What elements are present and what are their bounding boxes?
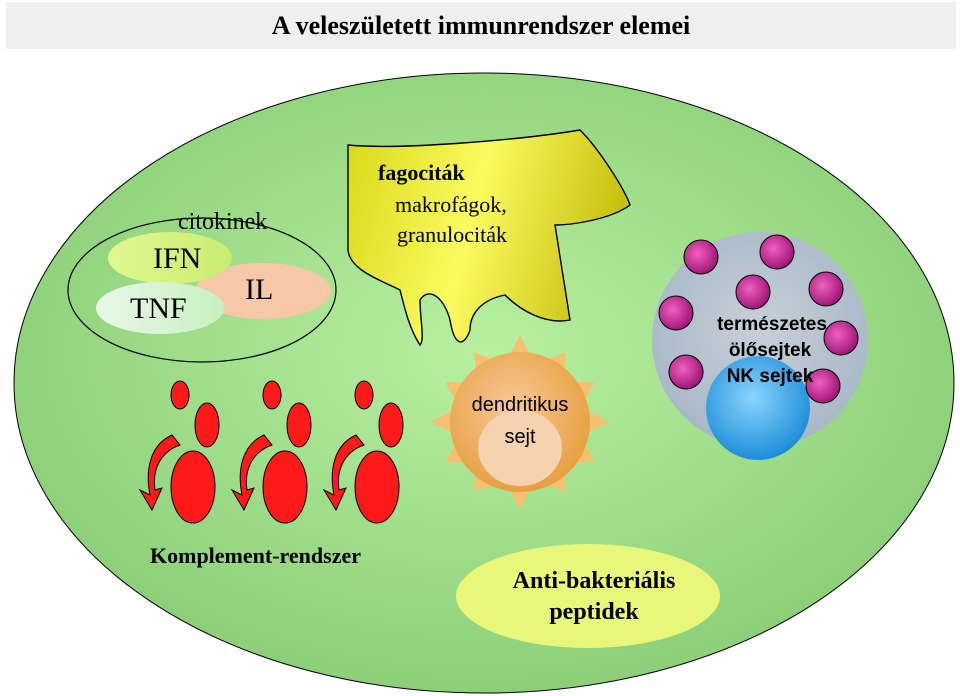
complement-molecule-icon [230, 380, 312, 524]
nk-cell-icon: természetes ölősejtek NK sejtek [652, 232, 868, 460]
complement-molecule-icon [138, 380, 220, 524]
phagocytes-line3: granulociták [397, 222, 507, 247]
tnf-label: TNF [130, 292, 187, 325]
peptides-line1: Anti-bakteriális [513, 568, 676, 594]
il-label: IL [245, 273, 273, 306]
cytokines-label: citokinek [178, 209, 267, 235]
sun-dendritic-icon: dendritikus sejt [430, 335, 610, 510]
peptides-group: Anti-bakteriális peptidek [456, 544, 720, 648]
page-title: A veleszületett immunrendszer elemei [6, 2, 956, 49]
complement-group [138, 380, 404, 524]
cytokine-group: citokinek IFN TNF IL [67, 209, 337, 363]
nk-line3: NK sejtek [727, 366, 814, 387]
phagocytes-title: fagociták [378, 160, 466, 185]
dendritic-line1: dendritikus [472, 394, 569, 416]
il-ellipse [195, 263, 331, 319]
ifn-label: IFN [153, 242, 201, 275]
phagocyte-blob-icon: fagociták makrofágok, granulociták [347, 129, 631, 347]
tnf-ellipse [96, 282, 224, 334]
peptides-line2: peptidek [549, 599, 639, 625]
complement-label: Komplement-rendszer [150, 543, 361, 568]
nk-line2: ölősejtek [729, 340, 812, 361]
nk-line1: természetes [717, 314, 827, 335]
ifn-ellipse [108, 232, 232, 284]
dendritic-line2: sejt [504, 426, 536, 448]
phagocytes-line2: makrofágok, [395, 192, 507, 217]
complement-molecule-icon [322, 380, 404, 524]
